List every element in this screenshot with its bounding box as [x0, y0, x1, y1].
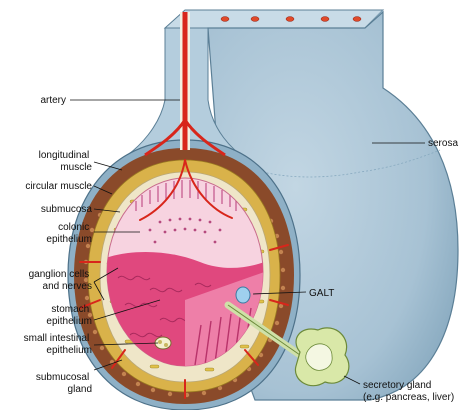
- cross-section: [67, 139, 304, 410]
- label-galt: GALT: [309, 288, 334, 299]
- leader-lines: [70, 99, 425, 385]
- label-serosa: serosa: [428, 138, 458, 149]
- label-submucosa: submucosa: [41, 204, 93, 215]
- galt-node: [235, 286, 251, 304]
- top-vessels: [220, 16, 362, 22]
- label-longitudinal-muscle: longitudinal muscle: [39, 150, 93, 173]
- colonic-crypts: [135, 180, 237, 211]
- label-ganglion-cells: ganglion cells and nerves: [29, 269, 92, 292]
- labels: artery longitudinal muscle circular musc…: [24, 95, 459, 403]
- label-artery: artery: [40, 95, 66, 106]
- artery: [144, 12, 226, 157]
- submucosal-gland: [154, 336, 172, 350]
- colonic-pits: [148, 217, 222, 244]
- blood-vessels: [79, 159, 289, 399]
- secretory-gland: [294, 327, 350, 387]
- label-secretory-gland: secretory gland (e.g. pancreas, liver): [363, 380, 454, 403]
- mesentery-top-face: [163, 9, 385, 29]
- label-small-intestinal-epithelium: small intestinal epithelium: [24, 333, 92, 356]
- label-stomach-epithelium: stomach epithelium: [46, 304, 92, 327]
- label-submucosal-gland: submucosal gland: [36, 372, 92, 395]
- stomach-folds: [117, 275, 212, 338]
- label-circular-muscle: circular muscle: [25, 181, 92, 192]
- label-colonic-epithelium: colonic epithelium: [46, 222, 92, 245]
